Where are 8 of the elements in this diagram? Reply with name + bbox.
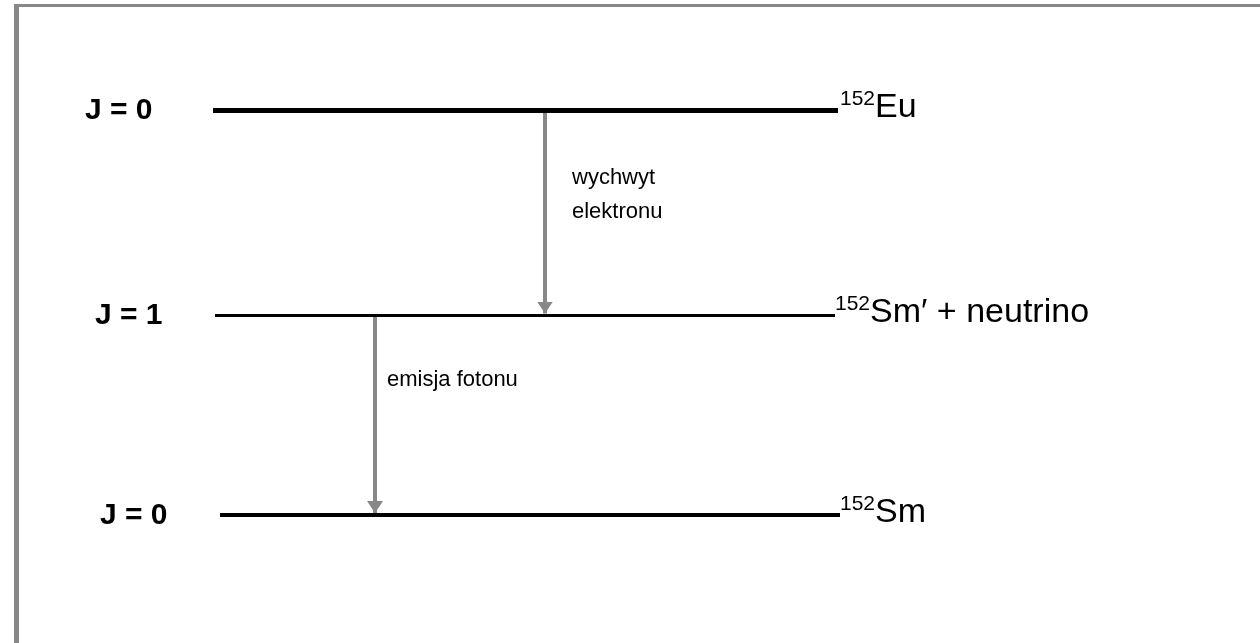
spin-label: J = 1 <box>95 297 163 331</box>
nuclide-label: $^{152}$Sm′ + neutrino <box>835 291 1090 331</box>
arrow <box>537 112 553 314</box>
spin-label: J = 0 <box>85 92 153 126</box>
nuclide-label: $^{152}$Eu <box>840 86 917 126</box>
nuclide-label: $^{152}$Sm <box>840 491 927 531</box>
spin-label: J = 0 <box>100 497 168 531</box>
arrow <box>367 316 383 513</box>
